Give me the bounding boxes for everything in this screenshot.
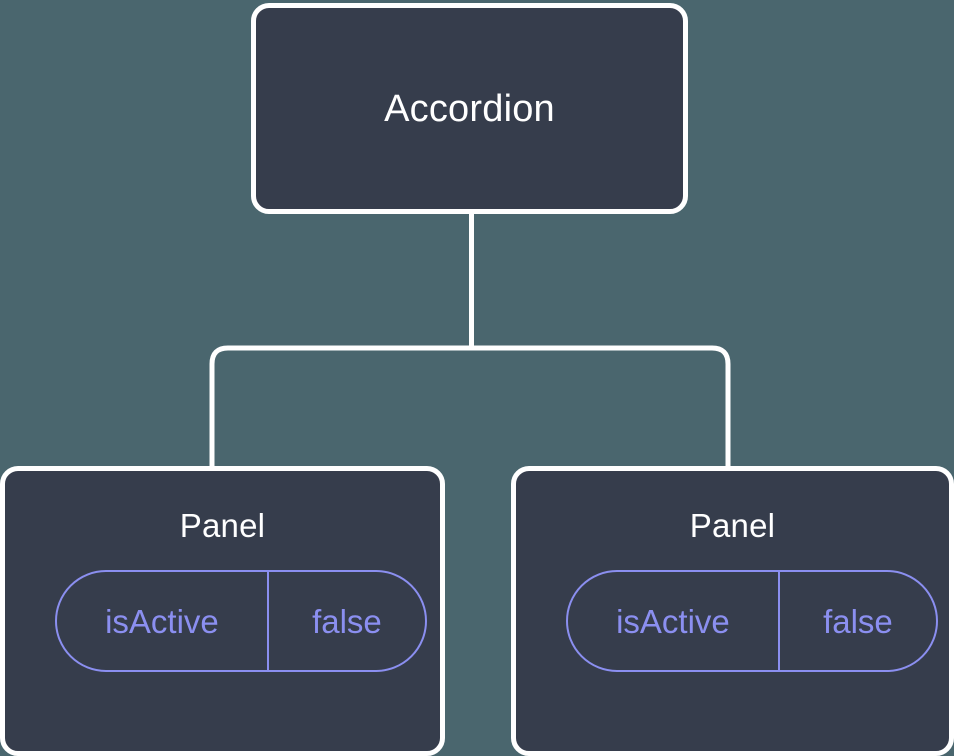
node-accordion[interactable]: Accordion <box>251 3 688 214</box>
node-accordion-title: Accordion <box>384 87 555 130</box>
prop-chip-panel-1-value: false <box>267 572 424 670</box>
prop-chip-panel-1[interactable]: isActive false <box>54 570 427 672</box>
node-panel-2[interactable]: Panel isActive false <box>511 466 954 756</box>
prop-chip-panel-2-value: false <box>778 572 935 670</box>
prop-chip-panel-1-key: isActive <box>105 602 219 640</box>
node-panel-1[interactable]: Panel isActive false <box>0 466 445 756</box>
node-panel-2-title: Panel <box>689 507 776 544</box>
edge-split-bar <box>209 345 731 470</box>
node-panel-1-title: Panel <box>179 507 266 544</box>
prop-chip-panel-2[interactable]: isActive false <box>565 570 938 672</box>
diagram-canvas: Accordion Panel isActive false Panel isA… <box>0 3 954 756</box>
prop-chip-panel-2-key: isActive <box>616 602 730 640</box>
